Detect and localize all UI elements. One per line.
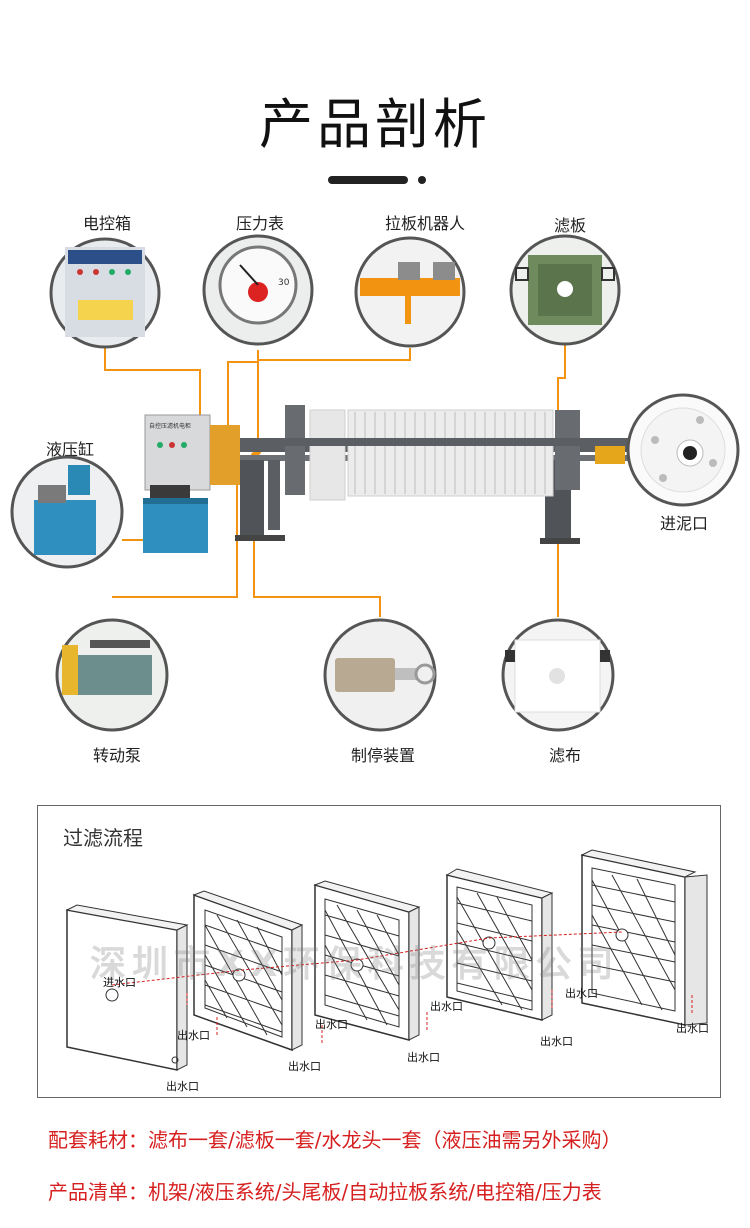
outlet-label-7: 出水口 xyxy=(540,1035,573,1048)
circle-rotary-pump xyxy=(55,618,169,732)
label-filter-cloth: 滤布 xyxy=(548,746,581,765)
filtration-diagram xyxy=(65,849,708,1071)
filtration-process-panel xyxy=(37,805,721,1098)
outlet-label-4: 出水口 xyxy=(315,1018,348,1031)
flow-lines xyxy=(111,931,693,1045)
gauge-number: 30 xyxy=(278,278,290,288)
outlet-label-9: 出水口 xyxy=(676,1022,709,1035)
circle-brake-device xyxy=(323,618,437,732)
page-title: 产品剖析 xyxy=(259,93,491,156)
circle-plate-robot xyxy=(354,236,466,348)
label-pressure-gauge: 压力表 xyxy=(235,214,284,233)
outlet-label-1: 出水口 xyxy=(166,1080,199,1093)
consumables-line: 配套耗材：滤布一套/滤板一套/水龙头一套（液压油需另外采购） xyxy=(48,1128,622,1152)
circle-inlet xyxy=(626,393,740,507)
circle-pressure-gauge: 30 xyxy=(202,234,314,346)
plate-3 xyxy=(313,880,421,1041)
plate-4 xyxy=(445,868,554,1021)
outlet-label-8: 出水口 xyxy=(565,987,598,1000)
title-dot xyxy=(418,176,426,184)
label-plate-robot: 拉板机器人 xyxy=(384,214,465,233)
product-list-line: 产品清单：机架/液压系统/头尾板/自动拉板系统/电控箱/压力表 xyxy=(48,1180,602,1204)
plate-1 xyxy=(65,904,189,1071)
outlet-label-2: 出水口 xyxy=(177,1029,210,1042)
top-rail xyxy=(240,438,630,446)
watermark: 深圳市XX环保科技有限公司 xyxy=(90,944,620,985)
title-underline xyxy=(328,176,408,184)
label-inlet: 进泥口 xyxy=(659,514,708,533)
inlet-label: 进水口 xyxy=(103,976,136,989)
outlet-label-6: 出水口 xyxy=(430,1000,463,1013)
filter-plate-stack xyxy=(309,409,554,501)
label-rotary-pump: 转动泵 xyxy=(92,746,141,765)
label-filter-plate: 滤板 xyxy=(553,216,586,235)
label-brake-device: 制停装置 xyxy=(350,746,415,765)
circle-filter-plate xyxy=(509,234,621,346)
label-hydraulic-cylinder: 液压缸 xyxy=(45,440,94,459)
machine-diagram: 自控压滤机电柜 30 xyxy=(10,234,740,732)
hydraulic-station xyxy=(143,485,208,553)
plate-5 xyxy=(580,849,708,1026)
cabinet-text: 自控压滤机电柜 xyxy=(149,422,191,430)
label-control-box: 电控箱 xyxy=(82,214,131,233)
control-cabinet xyxy=(144,414,240,491)
outlet-label-5: 出水口 xyxy=(407,1051,440,1064)
filtration-process-title: 过滤流程 xyxy=(63,826,143,850)
circle-filter-cloth xyxy=(501,618,615,732)
circle-control-box xyxy=(49,237,161,349)
outlet-label-3: 出水口 xyxy=(288,1060,321,1073)
plate-2 xyxy=(192,890,304,1052)
circle-hydraulic-cylinder xyxy=(10,455,124,569)
